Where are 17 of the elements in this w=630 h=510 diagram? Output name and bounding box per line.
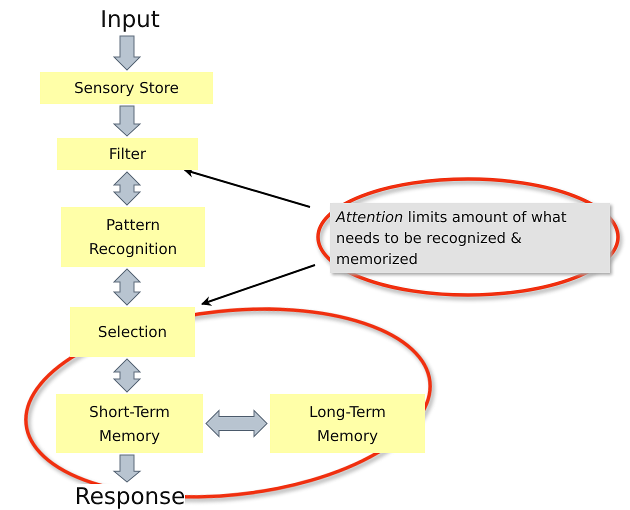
block-arrow bbox=[112, 36, 142, 71]
block-arrow bbox=[112, 454, 142, 483]
process-box: Long-Term Memory bbox=[270, 394, 425, 453]
process-box: Pattern Recognition bbox=[61, 207, 205, 267]
process-box: Selection bbox=[70, 307, 195, 357]
process-box: Sensory Store bbox=[40, 72, 213, 104]
double-block-arrow bbox=[112, 268, 142, 306]
process-box: Short-Term Memory bbox=[56, 394, 203, 453]
double-block-arrow bbox=[112, 358, 142, 393]
arrow bbox=[201, 264, 316, 306]
double-block-arrow bbox=[205, 409, 268, 438]
arrow bbox=[184, 168, 310, 208]
process-box: Filter bbox=[57, 138, 198, 170]
note-box: Attention limits amount of what needs to be recognized & memorized bbox=[330, 203, 610, 273]
double-block-arrow bbox=[112, 171, 142, 206]
block-arrow bbox=[112, 106, 142, 137]
output-label: Response bbox=[75, 484, 185, 510]
